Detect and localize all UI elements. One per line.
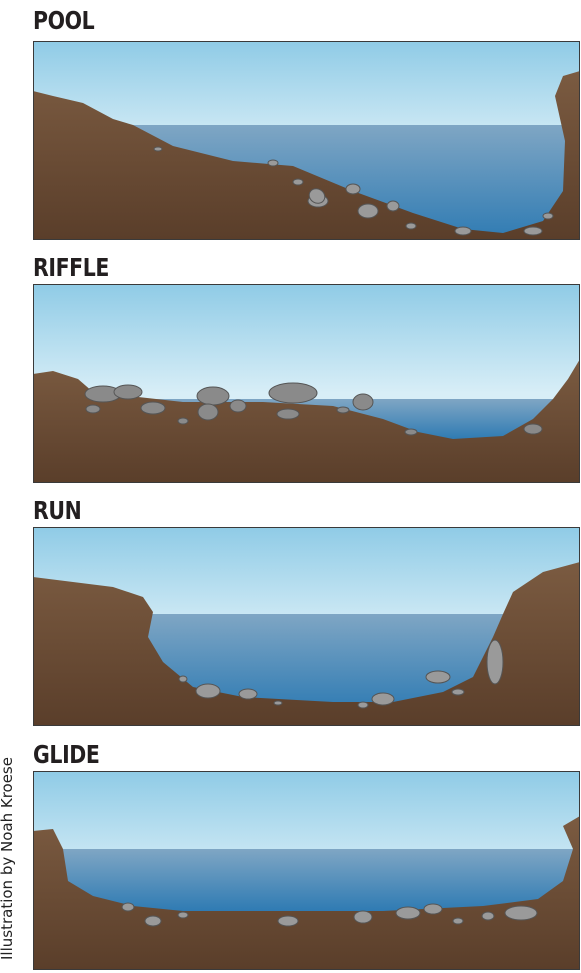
illustration-credit: Illustration by Noah Kroese xyxy=(0,720,20,960)
riffle-title: RIFFLE xyxy=(33,253,109,282)
glide-diagram xyxy=(33,771,580,970)
water xyxy=(60,849,573,911)
glide-title: GLIDE xyxy=(33,740,99,769)
pool-title: POOL xyxy=(33,6,94,35)
run-title: RUN xyxy=(33,496,81,525)
run-diagram xyxy=(33,527,580,726)
riffle-diagram xyxy=(33,284,580,483)
pool-diagram xyxy=(33,41,580,240)
